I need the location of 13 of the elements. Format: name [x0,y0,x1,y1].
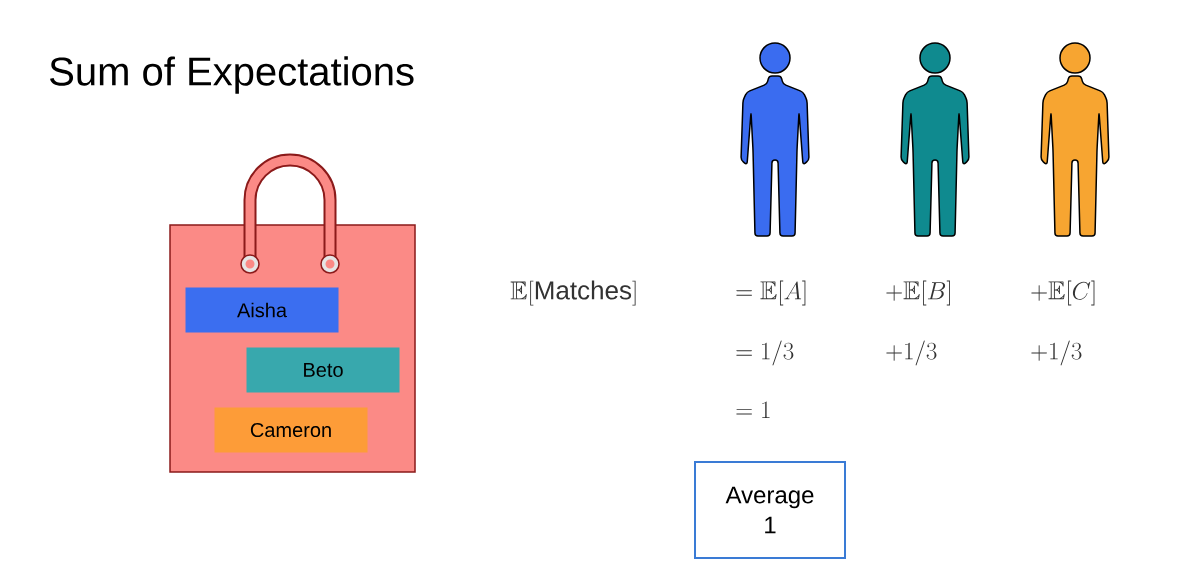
equation-term: $= 1$ [736,401,770,418]
equation-term: $+\mathbb{E}[B]$ [886,280,950,306]
equation-term: $+1/3$ [886,340,937,366]
result-box: Average 1 [694,461,846,559]
equation-term: $= \mathbb{E}[A]$ [736,280,806,306]
title: Sum of Expectations [50,56,414,94]
equation-term: $\mathbb{E}[\text{Matches}]$ [510,280,636,306]
name-tag: Aisha [185,287,339,333]
equation-term: $+1/3$ [1031,340,1082,366]
equation-term: $+\mathbb{E}[C]$ [1031,280,1095,306]
name-tag: Cameron [214,407,368,453]
equation-term: $= 1/3$ [736,340,794,366]
name-tag: Beto [246,347,400,393]
